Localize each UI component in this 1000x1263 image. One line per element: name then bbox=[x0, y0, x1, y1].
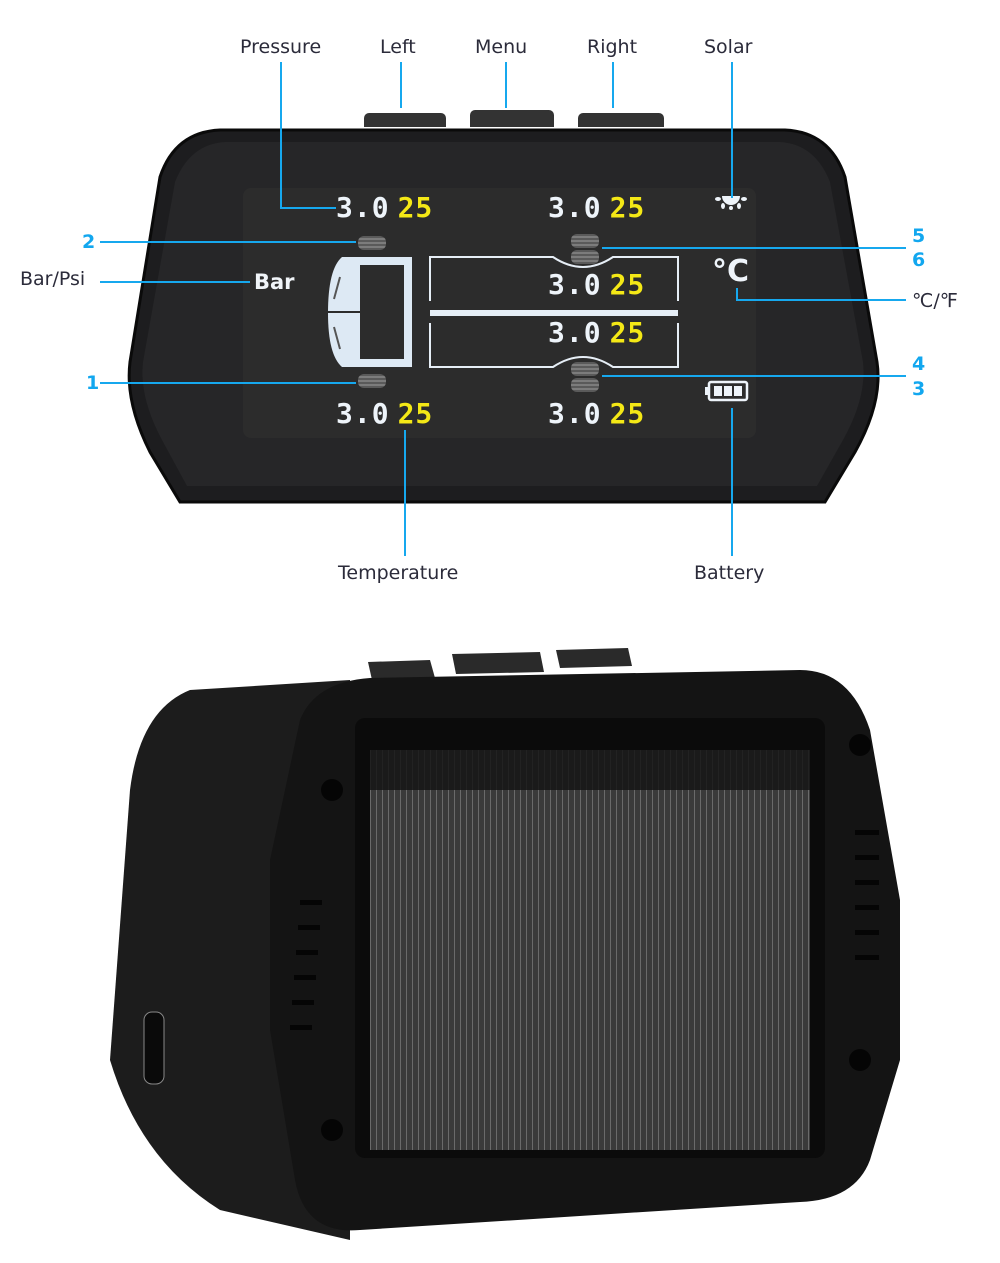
callout-menu: Menu bbox=[475, 36, 528, 58]
tire-icon bbox=[571, 250, 599, 264]
label-5: 5 bbox=[912, 225, 926, 247]
leader-line bbox=[505, 62, 507, 108]
temperature-value: 25 bbox=[397, 191, 434, 224]
right-button[interactable] bbox=[578, 113, 664, 127]
pressure-value: 3.0 bbox=[548, 268, 602, 301]
leader-line bbox=[404, 430, 406, 556]
tire-icon bbox=[571, 362, 599, 376]
solar-cell-stripes bbox=[370, 750, 810, 1150]
truck-cab-icon bbox=[328, 257, 412, 367]
menu-button[interactable] bbox=[470, 110, 554, 127]
callout-temp-unit: ℃/℉ bbox=[912, 290, 958, 312]
leader-line bbox=[280, 207, 336, 209]
leader-line bbox=[100, 241, 356, 243]
rear-button bbox=[452, 652, 544, 674]
temperature-value: 25 bbox=[397, 397, 434, 430]
left-button[interactable] bbox=[364, 113, 446, 127]
callout-pressure: Pressure bbox=[240, 36, 322, 58]
tire-icon bbox=[358, 236, 386, 250]
temperature-value: 25 bbox=[609, 268, 646, 301]
tire-icon bbox=[571, 378, 599, 392]
leader-line bbox=[100, 382, 356, 384]
unit-label: Bar bbox=[254, 270, 295, 294]
trailer-outline bbox=[429, 256, 679, 368]
rear-button bbox=[556, 648, 632, 668]
pressure-value: 3.0 bbox=[548, 316, 602, 349]
label-3: 3 bbox=[912, 378, 926, 400]
leader-line bbox=[602, 247, 906, 249]
temp-unit-symbol: °C bbox=[712, 254, 750, 289]
label-1: 1 bbox=[86, 372, 100, 394]
leader-line bbox=[400, 62, 402, 108]
callout-unit: Bar/Psi bbox=[20, 268, 86, 290]
callout-temperature: Temperature bbox=[338, 562, 459, 584]
callout-left: Left bbox=[380, 36, 416, 58]
leader-line bbox=[280, 62, 282, 208]
leader-line bbox=[100, 281, 250, 283]
tire-icon bbox=[358, 374, 386, 388]
leader-line bbox=[612, 62, 614, 108]
callout-right: Right bbox=[587, 36, 638, 58]
leader-line bbox=[736, 288, 738, 300]
leader-line bbox=[731, 408, 733, 556]
rear-button bbox=[368, 660, 435, 680]
usb-port bbox=[143, 1011, 165, 1085]
leader-line bbox=[602, 375, 906, 377]
label-4: 4 bbox=[912, 353, 926, 375]
tire-icon bbox=[571, 234, 599, 248]
device-rear bbox=[110, 648, 900, 1240]
pressure-value: 3.0 bbox=[548, 397, 602, 430]
leader-line bbox=[736, 299, 906, 301]
solar-icon bbox=[715, 196, 747, 210]
callout-battery: Battery bbox=[694, 562, 765, 584]
callout-solar: Solar bbox=[704, 36, 753, 58]
label-6: 6 bbox=[912, 249, 926, 271]
temperature-value: 25 bbox=[609, 191, 646, 224]
leader-line bbox=[731, 62, 733, 198]
temperature-value: 25 bbox=[609, 397, 646, 430]
pressure-value: 3.0 bbox=[548, 191, 602, 224]
temperature-value: 25 bbox=[609, 316, 646, 349]
pressure-value: 3.0 bbox=[336, 397, 390, 430]
label-2: 2 bbox=[82, 231, 96, 253]
pressure-value: 3.0 bbox=[336, 191, 390, 224]
battery-icon bbox=[705, 380, 749, 402]
